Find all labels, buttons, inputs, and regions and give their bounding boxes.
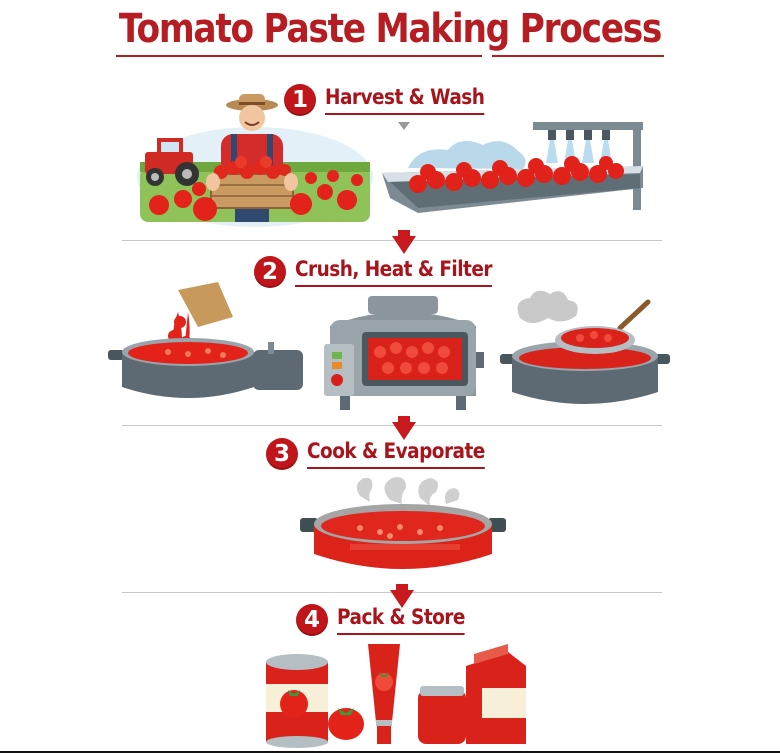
page-title: Tomato Paste Making Process (118, 6, 663, 52)
step-1-heading: 1 Harvest & Wash (284, 84, 506, 116)
carton-box-icon (466, 644, 526, 744)
title-underline-left (116, 55, 482, 57)
title-underline-right (492, 55, 664, 57)
step-3-heading: 3 Cook & Evaporate (266, 438, 509, 470)
cooking-pan-illustration (300, 477, 506, 569)
flow-arrow-2-icon (392, 416, 416, 440)
step-1-badge: 1 (284, 84, 316, 116)
crusher-pot-illustration (108, 282, 303, 398)
step-3-label: Cook & Evaporate (307, 439, 485, 469)
flow-arrow-1-icon (392, 230, 416, 254)
step-2-heading: 2 Crush, Heat & Filter (254, 256, 519, 288)
bottom-border (0, 751, 780, 753)
tractor-icon (145, 138, 199, 186)
paste-tube-icon (368, 644, 400, 744)
tomato-icon (328, 708, 364, 740)
heating-machine-illustration (324, 296, 484, 410)
step-2-badge: 2 (254, 256, 286, 288)
tomato-crate-icon (206, 156, 298, 209)
step-3-badge: 3 (266, 438, 298, 470)
step-4-badge: 4 (296, 604, 328, 636)
wash-inflow-arrow-icon (398, 122, 410, 130)
filter-pot-illustration (500, 290, 670, 404)
flow-arrow-3-icon (390, 584, 414, 608)
step-2-label: Crush, Heat & Filter (295, 257, 492, 287)
glass-jar-icon (418, 686, 466, 744)
step-4-label: Pack & Store (337, 605, 465, 635)
tin-can-icon (266, 654, 328, 748)
step-4-heading: 4 Pack & Store (296, 604, 482, 636)
packaging-illustration (266, 644, 526, 748)
step-1-label: Harvest & Wash (325, 85, 485, 115)
washing-conveyor-illustration (382, 122, 643, 213)
farmer-harvest-illustration (137, 94, 373, 227)
